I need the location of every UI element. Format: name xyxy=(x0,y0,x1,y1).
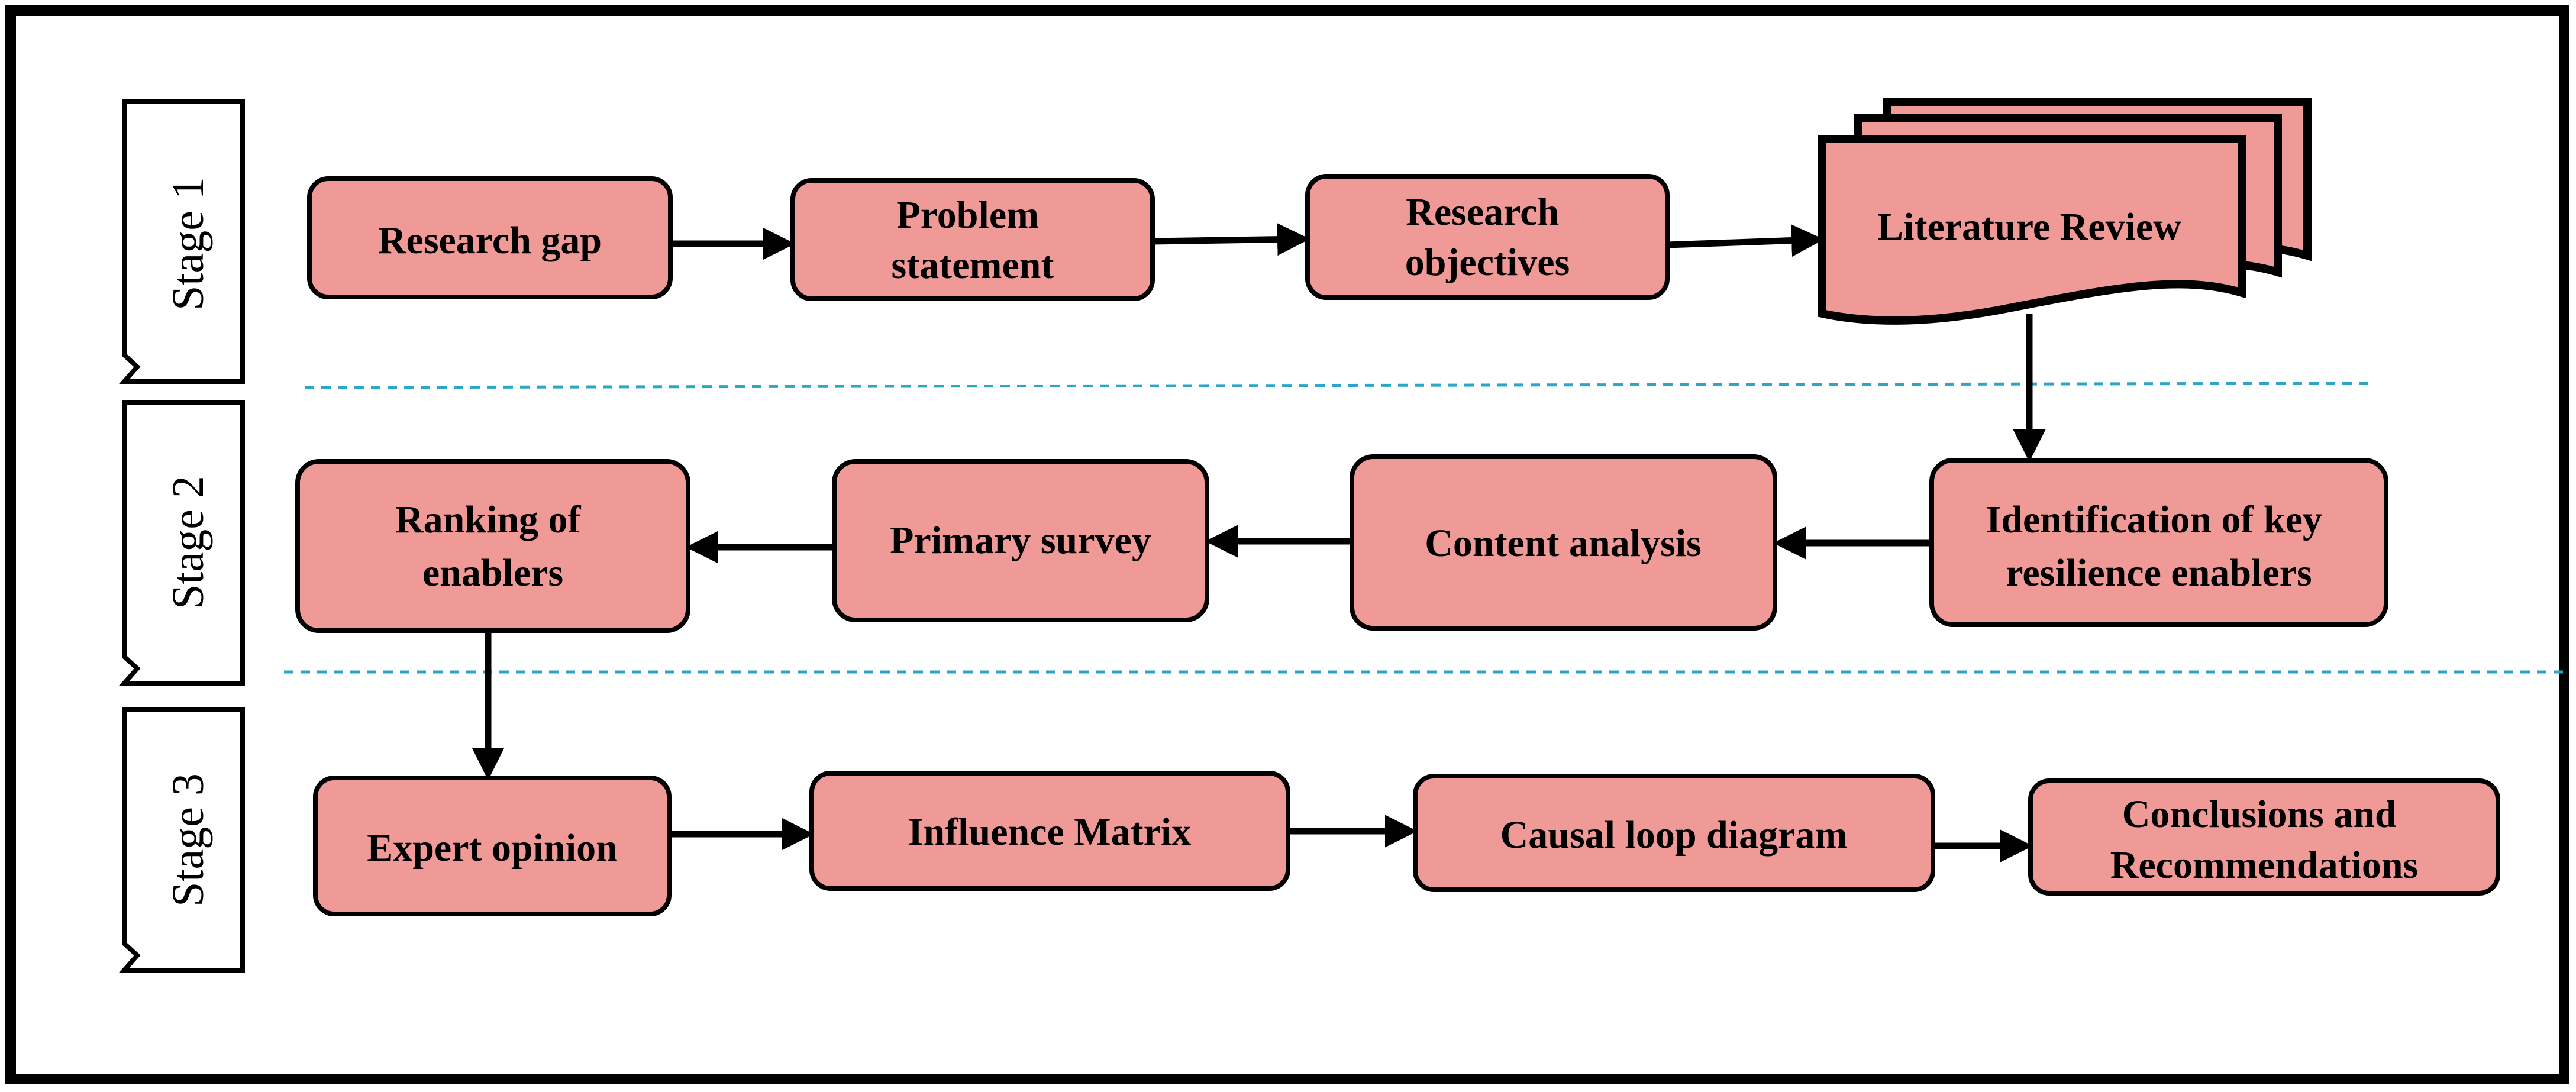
stage-tab-1-shape xyxy=(119,99,245,384)
node-causal-loop-label: Causal loop diagram xyxy=(1500,813,1848,857)
node-identification-box xyxy=(1929,458,2388,627)
node-content-analysis-line-1: Content analysis xyxy=(1425,522,1702,565)
stage-tab-2: Stage 2 xyxy=(119,400,245,686)
node-identification-line-1: Identification of key xyxy=(1986,498,2322,541)
node-primary-survey-line-1: Primary survey xyxy=(890,519,1151,562)
node-research-gap-label: Research gap xyxy=(378,219,602,262)
arrows xyxy=(472,223,2046,862)
node-identification xyxy=(1929,458,2388,627)
stage-tab-2-shape xyxy=(119,400,245,686)
node-expert-opinion-line-1: Expert opinion xyxy=(367,826,618,870)
node-influence-matrix-line-1: Influence Matrix xyxy=(908,810,1191,854)
stage-tab-3: Stage 3 xyxy=(119,707,245,973)
node-identification-line-2: resilience enablers xyxy=(2006,551,2312,595)
node-ranking-label: Ranking of enablers xyxy=(395,498,590,595)
node-research-objectives-label: Research objectives xyxy=(1405,190,1570,284)
literature-review-page-front xyxy=(1818,135,2246,325)
node-research-objectives-line-1: Research xyxy=(1406,190,1559,234)
node-influence-matrix-label: Influence Matrix xyxy=(908,810,1191,854)
arrow-objectives-to-literature xyxy=(1667,224,1824,257)
node-primary-survey-label: Primary survey xyxy=(890,519,1151,562)
node-research-gap xyxy=(307,176,673,299)
stage-tab-1: Stage 1 xyxy=(119,99,245,384)
stage-2-label: Stage 2 xyxy=(163,476,213,609)
node-content-analysis-label: Content analysis xyxy=(1425,522,1702,565)
node-causal-loop-line-1: Causal loop diagram xyxy=(1500,813,1848,857)
node-conclusions-label: Conclusions and Recommendations xyxy=(2110,793,2419,887)
node-research-gap-box xyxy=(307,176,673,299)
node-conclusions-line-2: Recommendations xyxy=(2110,844,2419,887)
node-identification-label: Identification of key resilience enabler… xyxy=(1986,498,2332,595)
literature-review-stack xyxy=(1818,98,2312,325)
node-expert-opinion-label: Expert opinion xyxy=(367,826,618,870)
node-ranking-line-1: Ranking of xyxy=(395,498,582,541)
node-ranking xyxy=(295,459,690,633)
node-problem-statement-line-1: Problem xyxy=(896,193,1039,237)
stage-separator-1 xyxy=(304,382,2370,389)
node-problem-statement-line-2: statement xyxy=(892,244,1054,287)
stage-3-label: Stage 3 xyxy=(163,773,213,907)
node-ranking-line-2: enablers xyxy=(422,551,563,595)
stage-1-label: Stage 1 xyxy=(163,177,213,311)
node-research-objectives-line-2: objectives xyxy=(1405,241,1570,284)
node-conclusions-line-1: Conclusions and xyxy=(2122,793,2397,836)
node-literature-review-line-1: Literature Review xyxy=(1877,205,2181,248)
arrow-problem-to-objectives xyxy=(1152,223,1310,256)
node-problem-statement-label: Problem statement xyxy=(892,193,1054,287)
node-literature-review-label: Literature Review xyxy=(1877,205,2181,248)
node-research-gap-line-1: Research gap xyxy=(378,219,602,262)
node-ranking-box xyxy=(295,459,690,633)
stage-tab-3-shape xyxy=(119,707,245,973)
